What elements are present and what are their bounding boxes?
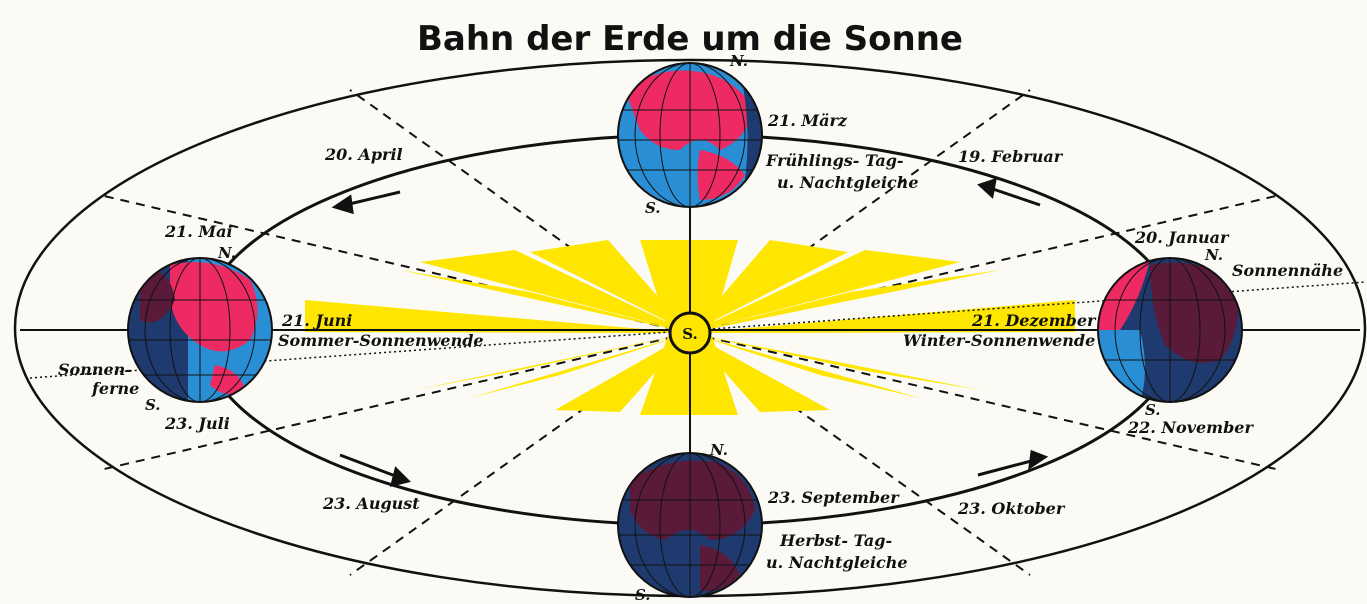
pole-s-march: S. [645, 199, 661, 217]
label-januar: 20. Januar [1134, 228, 1230, 247]
pole-n-june: N. [217, 244, 236, 262]
label-juni: 21. Juni [281, 311, 352, 330]
label-fruehling-2: u. Nachtgleiche [777, 173, 919, 192]
label-fruehling-1: Frühlings- Tag- [765, 151, 904, 170]
pole-s-june: S. [145, 396, 161, 414]
label-sonnenferne-2: ferne [91, 379, 139, 398]
label-dezember-sub: Winter-Sonnenwende [903, 331, 1095, 350]
label-herbst-2: u. Nachtgleiche [766, 553, 908, 572]
earth-globe-march [618, 63, 770, 210]
pole-n-december: N. [1204, 246, 1223, 264]
label-dezember: 21. Dezember [971, 311, 1097, 330]
label-herbst-1: Herbst- Tag- [779, 531, 892, 550]
label-august: 23. August [322, 494, 420, 513]
label-oktober: 23. Oktober [957, 499, 1066, 518]
pole-s-september: S. [635, 586, 651, 604]
label-april: 20. April [324, 145, 403, 164]
label-september: 23. September [767, 488, 900, 507]
label-februar: 19. Februar [958, 147, 1064, 166]
label-juni-sub: Sommer-Sonnenwende [278, 331, 484, 350]
sun-label: S. [682, 325, 698, 343]
earth-globe-june [128, 258, 272, 408]
pole-s-december: S. [1145, 401, 1161, 419]
label-mai: 21. Mai [164, 222, 233, 241]
sun-icon: S. [670, 313, 710, 353]
label-juli: 23. Juli [164, 414, 230, 433]
diagram-title: Bahn der Erde um die Sonne [417, 19, 963, 59]
label-maerz: 21. März [767, 111, 848, 130]
label-sonnennaehe: Sonnennähe [1232, 261, 1343, 280]
pole-n-march: N. [729, 52, 748, 70]
earth-globe-september [618, 453, 762, 597]
label-november: 22. November [1127, 418, 1254, 437]
earth-globe-december [1098, 258, 1242, 402]
pole-n-september: N. [709, 441, 728, 459]
label-sonnenferne-1: Sonnen- [58, 360, 132, 379]
